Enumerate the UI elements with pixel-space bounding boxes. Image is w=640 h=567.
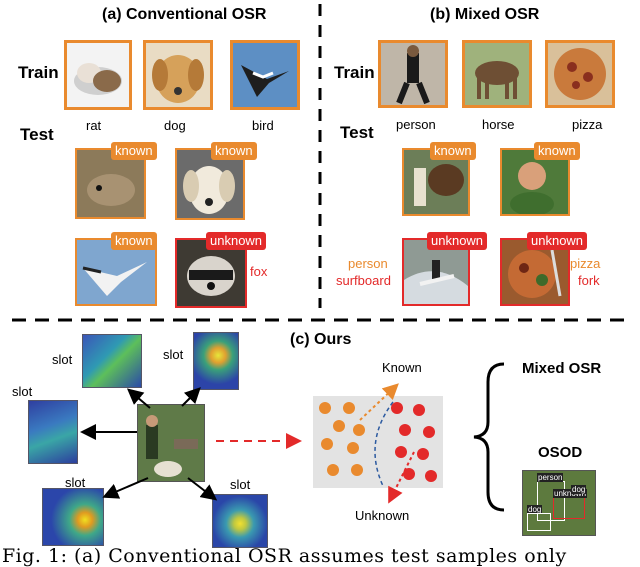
- detection-box-unknown: [553, 495, 585, 519]
- unknown-cluster: [391, 402, 437, 482]
- panel-a-title: (a) Conventional OSR: [102, 6, 267, 23]
- food-unknown-label: fork: [578, 273, 600, 288]
- known-cluster: [319, 402, 365, 476]
- bird-image: [230, 40, 300, 110]
- surf-known-label: person: [348, 256, 388, 271]
- slot-label: slot: [65, 475, 86, 490]
- panel-a-train-label: Train: [18, 63, 59, 82]
- detection-label-person: person: [537, 473, 564, 482]
- known-badge: known: [111, 232, 157, 250]
- slot-heatmap-2: [193, 332, 239, 390]
- slot-heatmap-5: [212, 494, 268, 548]
- test-dog-image: [175, 148, 245, 220]
- slot-heatmap-3: [28, 400, 78, 464]
- unknown-label: Unknown: [355, 508, 410, 523]
- panel-b-title: (b) Mixed OSR: [430, 6, 540, 23]
- osod-label: OSOD: [538, 444, 583, 461]
- slot-label: slot: [163, 347, 184, 362]
- slot-heatmap-4: [42, 488, 104, 546]
- unknown-badge: unknown: [206, 232, 267, 250]
- figure-caption: Fig. 1: (a) Conventional OSR assumes tes…: [2, 545, 567, 567]
- center-scene-image: [137, 404, 205, 482]
- train-item-rat: rat: [86, 118, 102, 133]
- slot-label: slot: [230, 477, 251, 492]
- slot-heatmap-1: [82, 334, 142, 388]
- known-badge: known: [430, 142, 476, 160]
- unknown-badge: unknown: [427, 232, 488, 250]
- mixed-osr-label: Mixed OSR: [522, 360, 602, 377]
- panel-b-test-label: Test: [340, 123, 374, 142]
- horse-image: [462, 40, 532, 108]
- rat-image: [64, 40, 132, 110]
- pizza-image: [545, 40, 615, 108]
- slot-label: slot: [52, 352, 73, 367]
- known-badge: known: [211, 142, 257, 160]
- food-known-label: pizza: [570, 256, 601, 271]
- surf-unknown-label: surfboard: [336, 273, 391, 288]
- train-item-person: person: [396, 117, 436, 132]
- person-image: [378, 40, 448, 108]
- curly-brace: [473, 362, 505, 512]
- train-item-bird: bird: [252, 118, 274, 133]
- panel-a-test-label: Test: [20, 125, 54, 144]
- train-item-horse: horse: [482, 117, 515, 132]
- osod-detection-image: person unknown dog dog: [522, 470, 596, 536]
- test-person-pizza-image: [500, 148, 570, 216]
- known-badge: known: [534, 142, 580, 160]
- detection-label-dog-2: dog: [527, 505, 543, 514]
- unknown-name-fox: fox: [250, 264, 268, 279]
- slot-label: slot: [12, 384, 33, 399]
- panel-c-title: (c) Ours: [290, 331, 352, 348]
- dog-image: [143, 40, 213, 110]
- train-item-dog: dog: [164, 118, 186, 133]
- unknown-badge: unknown: [527, 232, 588, 250]
- detection-box-dog: [527, 513, 551, 531]
- panel-b-train-label: Train: [334, 63, 375, 82]
- known-badge: known: [111, 142, 157, 160]
- train-item-pizza: pizza: [572, 117, 603, 132]
- surfboard-image: [402, 238, 470, 306]
- detection-label-unknown: unknown: [553, 489, 588, 498]
- test-person-horse-image: [402, 148, 470, 216]
- embedding-space: [313, 396, 443, 488]
- known-label: Known: [382, 360, 422, 375]
- detection-label-dog: dog: [571, 485, 587, 494]
